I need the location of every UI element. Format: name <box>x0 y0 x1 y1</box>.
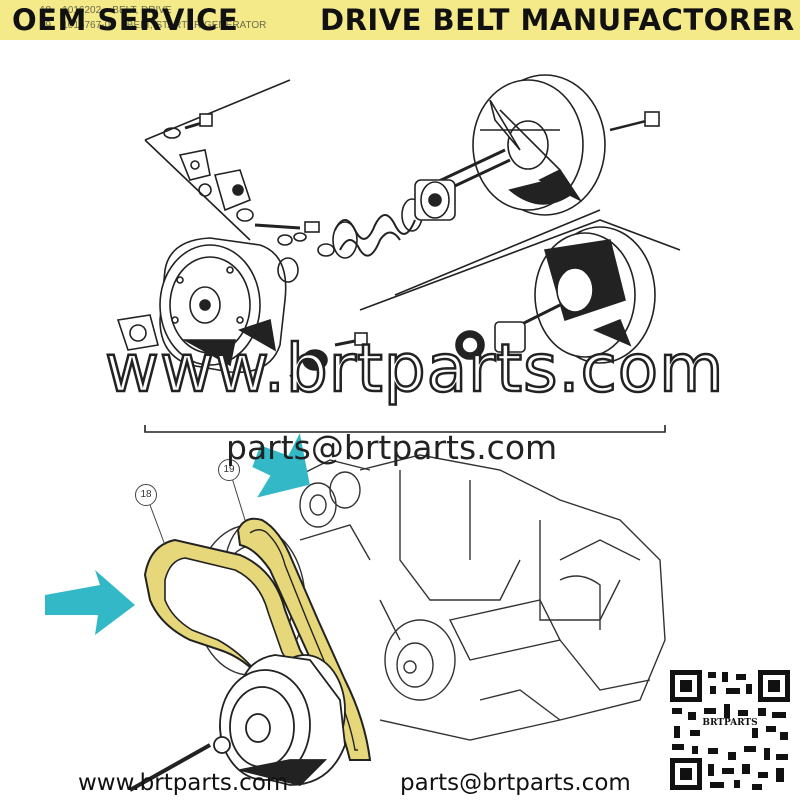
parts-list-line-1: 18 1016202 BELT, DRIVE <box>40 5 172 16</box>
parts-list-line-2: 19 1016767-01 BELT, STARTER/GENERATOR <box>40 20 267 31</box>
header-banner: 18 1016202 BELT, DRIVE 19 1016767-01 BEL… <box>0 0 800 40</box>
mounting-bolt <box>129 743 211 792</box>
drive-clutch-lower <box>213 654 346 786</box>
callout-18: 18 <box>135 484 157 506</box>
bracket-line <box>144 425 666 433</box>
footer-email[interactable]: parts@brtparts.com <box>400 770 631 796</box>
gasket <box>116 314 159 351</box>
retaining-ring <box>277 257 299 283</box>
callout-19: 19 <box>218 459 240 481</box>
qr-code <box>668 668 792 792</box>
qr-brand-label: BRTPARTS <box>700 718 760 728</box>
arrow-left-icon <box>45 570 135 635</box>
drive-clutch-left <box>159 237 287 374</box>
watermark-email: parts@brtparts.com <box>226 428 558 467</box>
driven-clutch-lower <box>534 226 656 364</box>
footer-website[interactable]: www.brtparts.com <box>78 770 289 796</box>
qr-code-icon <box>670 670 790 790</box>
driven-clutch-top <box>472 74 606 216</box>
frame-line <box>144 79 291 141</box>
spider-hub <box>414 179 456 221</box>
arrow-top-icon <box>252 433 310 498</box>
oem-service-heading: OEM SERVICE <box>12 3 239 37</box>
watermark-website: www.brtparts.com <box>104 329 725 409</box>
manufacturer-heading: DRIVE BELT MANUFACTORER <box>320 3 795 37</box>
pointer-arrows <box>45 433 310 635</box>
small-hardware-top-left <box>163 113 320 246</box>
clutch-spring <box>332 198 423 259</box>
